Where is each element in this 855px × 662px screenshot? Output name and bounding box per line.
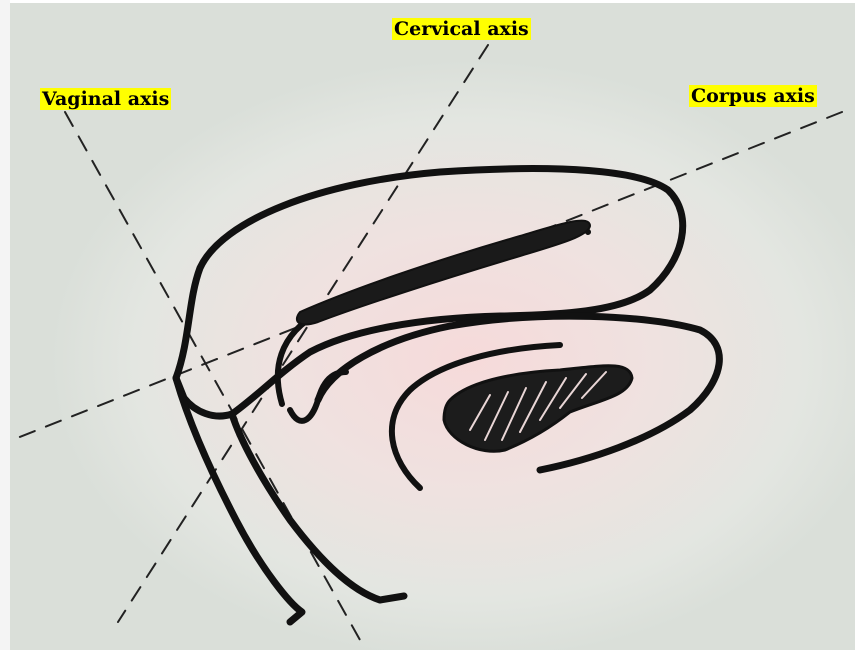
vaginal-axis-label: Vaginal axis — [40, 88, 171, 110]
cervical-axis-label: Cervical axis — [392, 18, 531, 40]
corpus-axis-label: Corpus axis — [689, 85, 817, 107]
frame-edge-bottom — [0, 650, 855, 662]
rectal-mass — [444, 366, 632, 452]
vaginal-wall-posterior — [232, 414, 404, 600]
endometrial-cavity — [297, 221, 590, 325]
vaginal-wall-anterior — [176, 378, 302, 622]
